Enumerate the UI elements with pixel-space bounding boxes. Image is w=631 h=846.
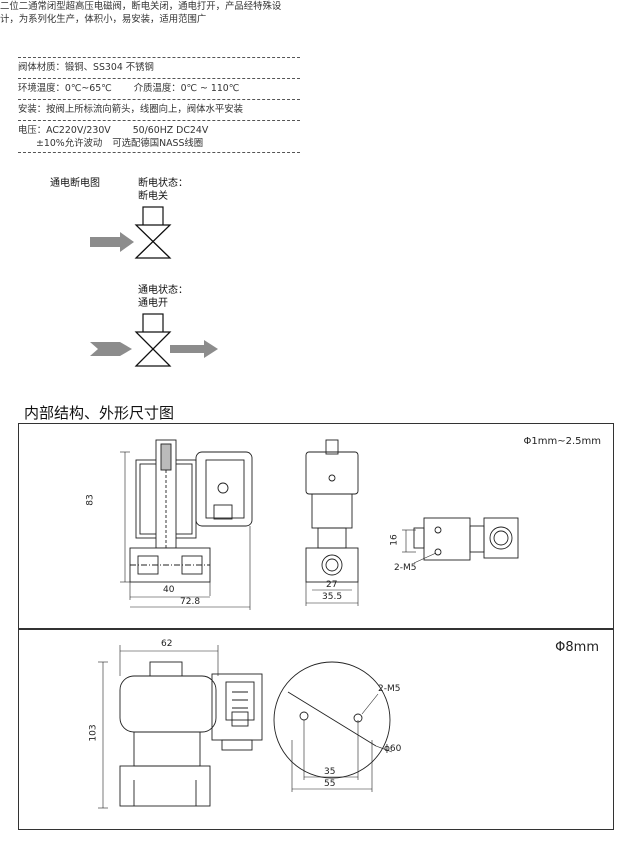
spec-install: 安装：按阀上所标流向箭头，线圈向上，阀体水平安装 [18,104,244,115]
dim-40: 40 [163,585,175,595]
tolerance: ±10%允许波动 [36,138,103,149]
valve-closed-symbol [134,206,172,259]
dim-height-83: 83 [85,494,96,506]
dimension-panel-large: Φ8mm [18,629,614,830]
orifice-spec-large: Φ8mm [555,640,599,655]
frequency: 50/60HZ DC24V [132,125,209,136]
medium-temperature: 介质温度：0℃ ~ 110℃ [133,83,240,94]
dim-phi60: ϕ60 [384,744,402,754]
bottom-view-1 [402,517,519,564]
section-view-1 [120,439,253,610]
inflow-arrow-icon [90,232,134,252]
front-view-1 [305,439,359,606]
through-arrow-icon [90,340,218,358]
dim-16: 16 [389,534,400,546]
dim-72-8: 72.8 [180,597,201,607]
orifice-spec: Φ1mm~2.5mm [523,436,601,447]
spec-tolerance: ±10%允许波动可选配德国NASS线圈 [36,137,318,150]
divider [18,57,300,58]
spec-material: 阀体材质：锻铜、SS304 不锈钢 [18,62,154,73]
dimension-panel-small: Φ1mm~2.5mm [18,423,614,629]
divider [18,152,300,153]
ambient-temperature: 环境温度：0℃~65℃ [18,83,112,94]
off-state-sub: 断电关 [138,191,168,202]
dim-35: 35 [324,767,336,777]
divider [18,120,300,121]
dim-height-103: 103 [88,724,99,742]
spec-temperature: 环境温度：0℃~65℃ 介质温度：0℃ ~ 110℃ [18,82,300,95]
voltage: 电压：AC220V/230V [18,125,111,136]
diagram-title: 通电断电图 [50,178,100,189]
dim-35-5: 35.5 [322,592,343,602]
product-description: 二位二通常闭型超高压电磁阀，断电关闭，通电打开，产品经特殊设计，为系列化生产，体… [0,1,282,25]
bottom-view-2 [273,661,393,792]
divider [18,99,300,100]
dim-62: 62 [161,639,173,649]
dim-m5-2: 2-M5 [378,684,401,694]
coil-option: 可选配德国NASS线圈 [112,138,204,149]
spec-voltage: 电压：AC220V/230V 50/60HZ DC24V [18,124,300,137]
section-title: 内部结构、外形尺寸图 [24,404,175,422]
dim-27: 27 [326,580,338,590]
dim-55: 55 [324,779,336,789]
valve-open-symbol [134,313,172,367]
on-state-label: 通电状态： [138,285,188,296]
off-state-label: 断电状态： [138,178,188,189]
dim-m5-1: 2-M5 [394,563,417,573]
divider [18,78,300,79]
on-state-sub: 通电开 [138,298,168,309]
side-view-2 [98,645,263,809]
